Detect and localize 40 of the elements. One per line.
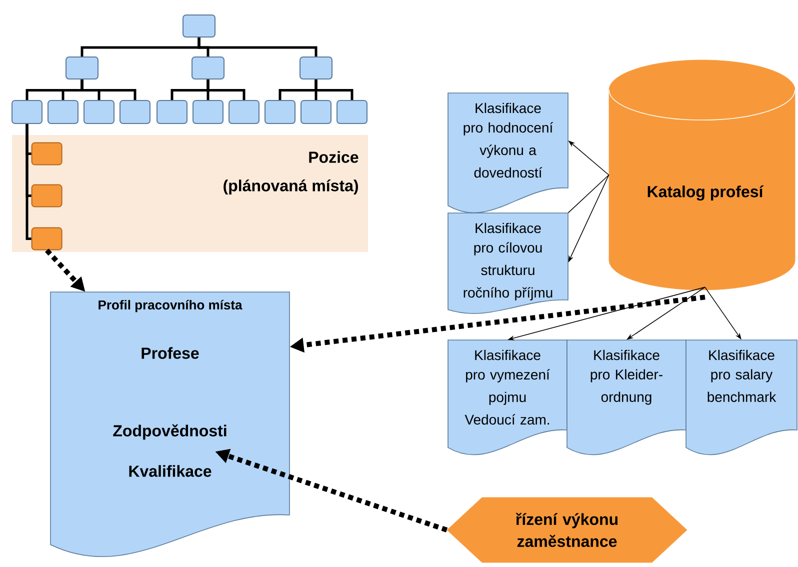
document-text: pro Kleider- ordnung	[590, 369, 662, 405]
field-label: Profese	[142, 347, 199, 359]
band-title: Pozice	[309, 151, 358, 163]
connector-line	[206, 80, 246, 100]
document-heading: Klasifikace	[709, 350, 774, 360]
document-heading: Klasifikace	[475, 350, 540, 360]
connector-line	[198, 38, 318, 56]
band-title: (plánovaná místa)	[224, 179, 358, 195]
connector-line	[26, 124, 32, 240]
org-box	[48, 100, 78, 124]
position-box	[31, 184, 62, 208]
org-box	[228, 100, 260, 124]
org-box	[12, 100, 42, 124]
org-box	[300, 56, 332, 80]
org-box	[192, 56, 224, 80]
org-box	[300, 100, 332, 124]
document-heading: Klasifikace	[476, 222, 541, 234]
document-heading: Klasifikace	[476, 102, 541, 114]
hexagon-label: řízení výkonu zaměstnance	[516, 512, 618, 548]
field-label: Kvalifikace	[129, 465, 212, 477]
connector-line	[80, 80, 136, 100]
org-box	[264, 100, 296, 124]
connector-line	[314, 80, 354, 100]
org-box	[182, 14, 216, 38]
document-heading: Klasifikace	[594, 350, 660, 360]
document-text: pro salary benchmark	[708, 369, 776, 402]
document-text: pro hodnocení výkonu a dovedností	[464, 122, 554, 178]
org-box	[336, 100, 368, 124]
org-box	[66, 56, 98, 80]
org-box	[156, 100, 188, 124]
document-title: Profil pracovního místa	[98, 300, 242, 312]
cylinder-label: Katalog profesí	[648, 185, 764, 201]
document-text: pro cílovou strukturu ročního příjmu	[464, 242, 552, 300]
org-box	[84, 100, 114, 124]
position-box	[31, 227, 62, 250]
document-text: pro vymezení pojmu Vedoucí zam.	[464, 369, 550, 425]
org-box	[120, 100, 150, 124]
org-box	[192, 100, 224, 124]
field-label: Zodpovědnosti	[113, 424, 226, 440]
position-box	[31, 142, 62, 166]
